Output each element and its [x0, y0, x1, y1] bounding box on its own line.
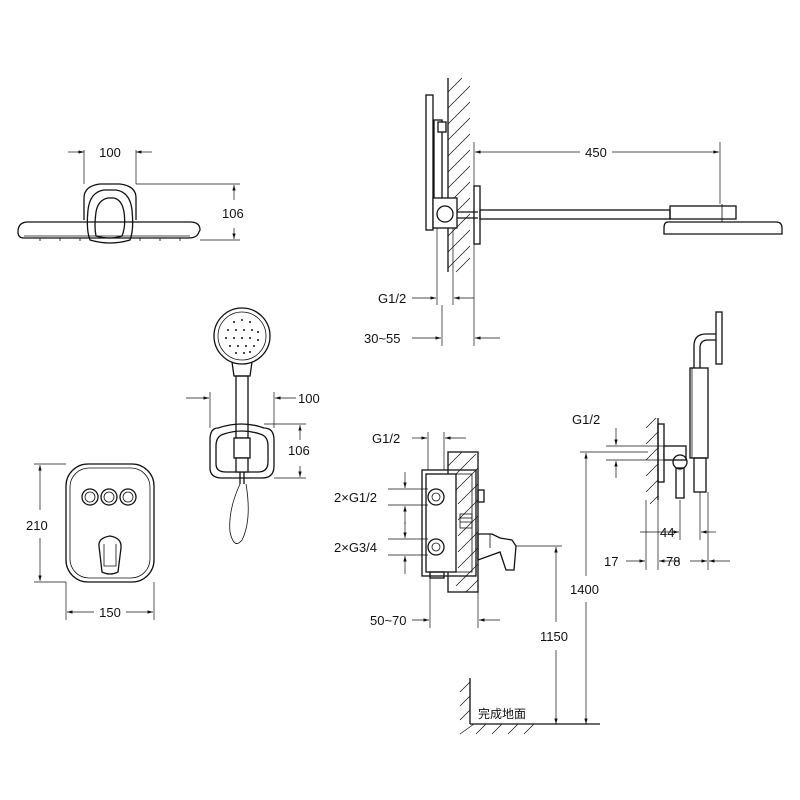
panel-height-label: 210 [26, 518, 48, 533]
floor-section: 完成地面 [459, 678, 600, 735]
overhead-width-label: 100 [99, 145, 121, 160]
valve-box-section: G1/2 2×G1/2 2×G3/4 50~70 [334, 431, 517, 628]
valve-depth-label: 50~70 [370, 613, 407, 628]
hand-shower-view: 100 106 [186, 307, 320, 544]
bracket-offset-label: 17 [604, 554, 618, 569]
wall-arm-view: 450 G1/2 30~55 [364, 77, 783, 346]
arm-length-label: 450 [585, 145, 607, 160]
overhead-shower-side-view: 100 106 [17, 145, 244, 244]
valve-top-inlet-label: G1/2 [372, 431, 400, 446]
install-heights: 1150 1400 完成地面 [459, 451, 648, 735]
bracket-depth-label: 78 [666, 554, 680, 569]
valve-height-label: 1150 [540, 629, 568, 644]
wall-inlet-label: G1/2 [378, 291, 406, 306]
bracket-spacing-label: 44 [660, 525, 674, 540]
valve-inlets-label: 2×G1/2 [334, 490, 377, 505]
hand-height-label: 106 [288, 443, 310, 458]
bracket-side-view: G1/2 44 17 78 [572, 311, 730, 570]
valve-outlets-label: 2×G3/4 [334, 540, 377, 555]
bracket-inlet-label: G1/2 [572, 412, 600, 427]
floor-label: 完成地面 [478, 706, 526, 721]
wall-depth-label: 30~55 [364, 331, 401, 346]
hand-width-label: 100 [298, 391, 320, 406]
panel-width-label: 150 [99, 605, 121, 620]
holder-height-label: 1400 [570, 582, 599, 597]
overhead-height-label: 106 [222, 206, 244, 221]
control-panel-view: 210 150 [26, 463, 155, 620]
